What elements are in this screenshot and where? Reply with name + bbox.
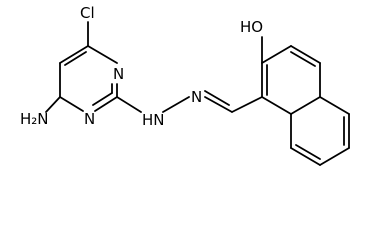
atom-label-ring-nitrogen-top: N — [113, 65, 124, 83]
bond-n3-c2-double — [92, 92, 113, 106]
atom-label-ring-nitrogen-bottom: N — [84, 110, 95, 128]
bond-nh-n — [162, 96, 190, 113]
bond-c4a-c5 — [319, 96, 350, 115]
bond-c6-c5-double — [64, 51, 87, 66]
bond-c2-c3 — [261, 45, 292, 64]
atom-label-imine-nitrogen: N — [191, 88, 202, 106]
bond-c7-c8 — [290, 147, 321, 166]
bond-n3-c2 — [94, 96, 118, 112]
atom-label-hydroxyl: HO — [240, 18, 263, 36]
bond-c6-n1 — [87, 45, 118, 64]
chemical-structure-diagram: Cl HO N N N HN H₂N — [20, 4, 350, 166]
bond-c3-c4-double — [290, 51, 316, 67]
bond-c6-c5 — [59, 45, 89, 64]
bond-c4a-c8a — [290, 96, 321, 115]
atom-label-hydrazine-nh: HN — [142, 111, 165, 129]
bond-c4-n3 — [59, 96, 84, 112]
bonds — [45, 21, 350, 166]
bond-c3-c4 — [290, 45, 321, 64]
atom-label-chlorine: Cl — [80, 4, 95, 22]
atom-labels: Cl HO N N N HN H₂N — [20, 4, 263, 129]
bond-n-ch — [204, 96, 233, 113]
bond-c6-c7 — [319, 147, 350, 166]
bond-c4-nh2 — [45, 96, 61, 113]
bond-c7-c8-double — [295, 144, 321, 160]
bond-n-ch-double — [204, 90, 230, 106]
atom-label-amine: H₂N — [20, 110, 49, 128]
bond-c2-nh — [116, 96, 142, 113]
bond-c8a-c1 — [261, 96, 292, 115]
bond-ch-naphthyl — [231, 96, 263, 113]
